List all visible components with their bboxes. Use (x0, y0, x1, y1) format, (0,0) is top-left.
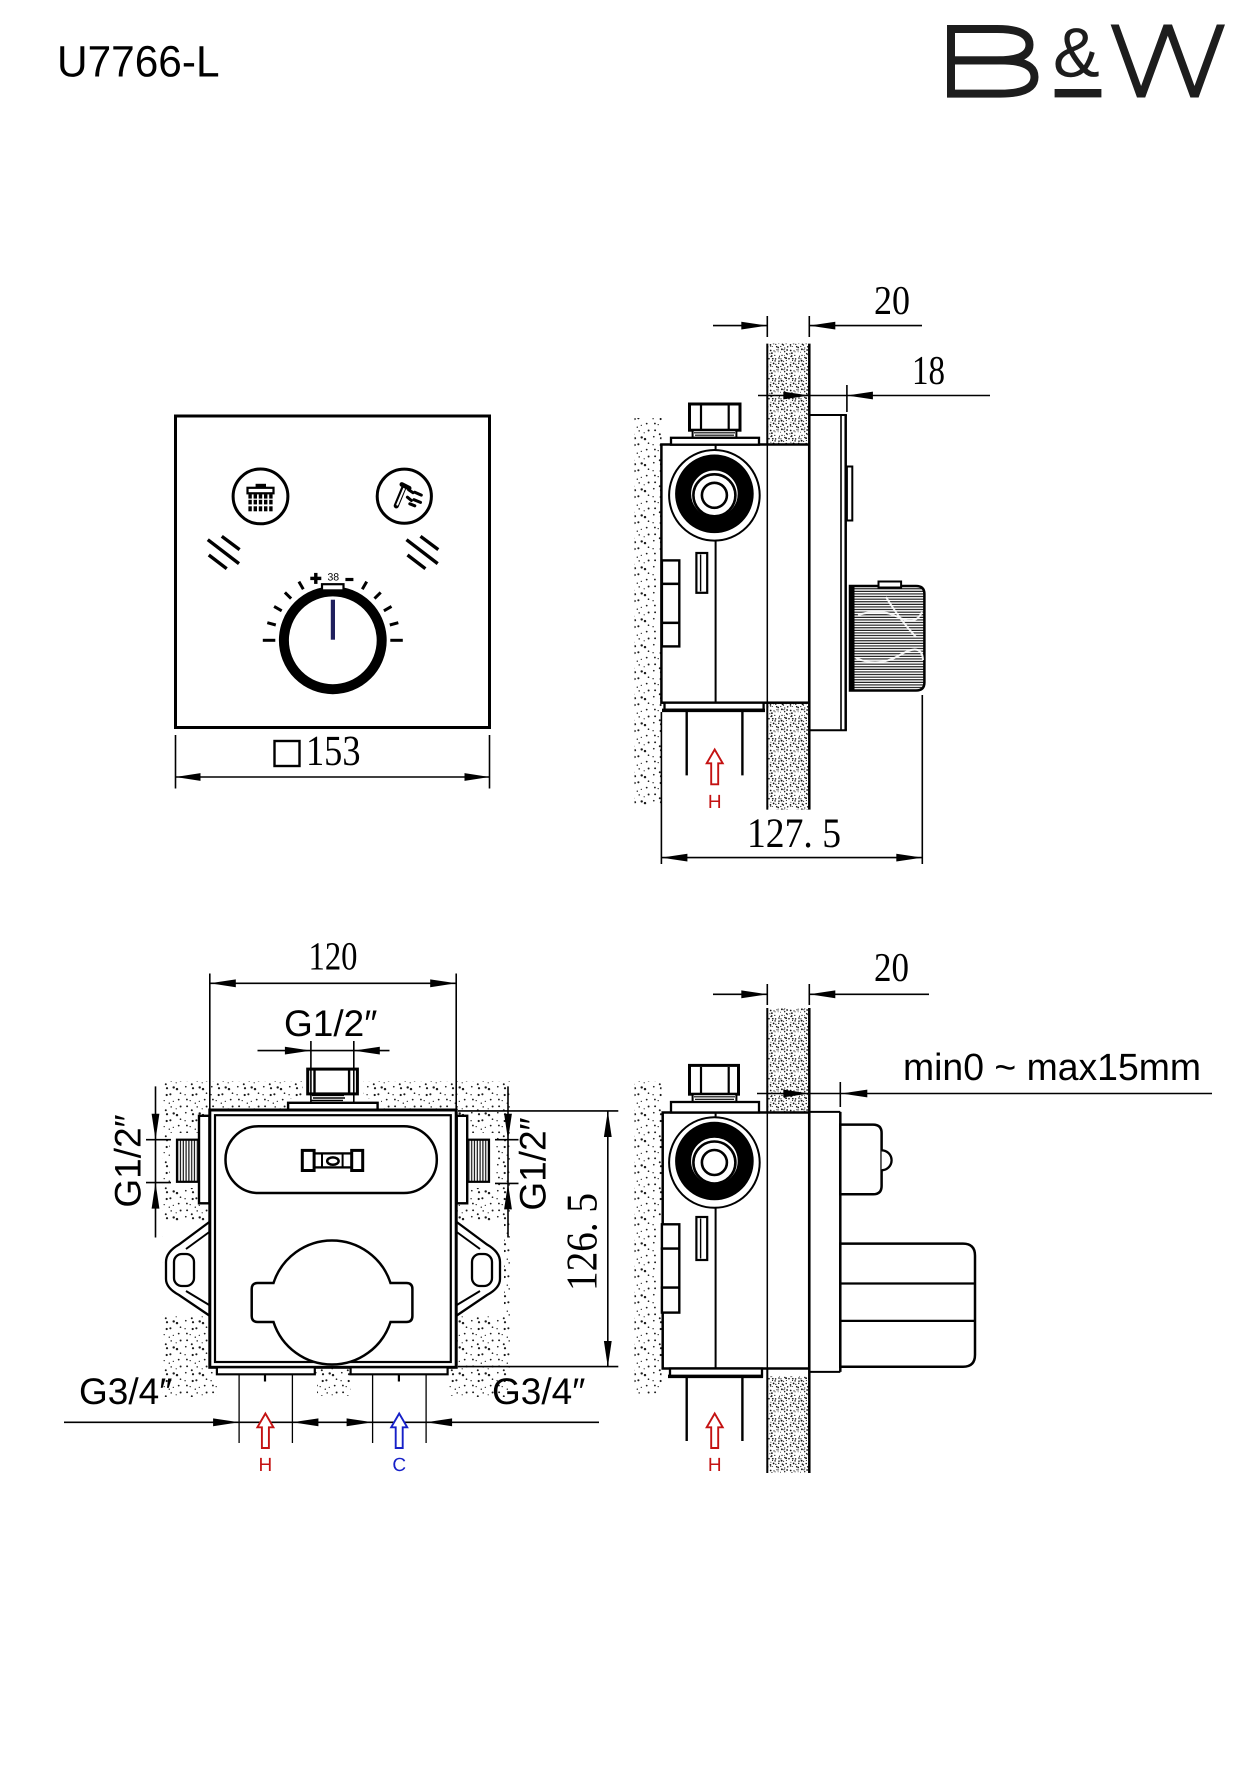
svg-text:H: H (708, 792, 722, 813)
svg-text:H: H (708, 1455, 722, 1476)
svg-text:G3/4″: G3/4″ (79, 1371, 172, 1412)
svg-text:min0 ~ max15mm: min0 ~ max15mm (903, 1047, 1201, 1089)
svg-text:153: 153 (306, 728, 361, 775)
svg-text:127. 5: 127. 5 (747, 811, 841, 857)
svg-text:G1/2″: G1/2″ (513, 1117, 554, 1210)
svg-text:&: & (1053, 14, 1100, 92)
svg-text:C: C (392, 1455, 406, 1476)
svg-text:U7766-L: U7766-L (57, 38, 220, 87)
svg-text:38: 38 (327, 571, 339, 583)
svg-text:120: 120 (309, 934, 358, 979)
svg-text:20: 20 (874, 944, 909, 990)
svg-text:G3/4″: G3/4″ (492, 1371, 585, 1412)
svg-text:20: 20 (874, 277, 910, 323)
svg-text:G1/2″: G1/2″ (108, 1114, 149, 1207)
svg-text:H: H (259, 1455, 273, 1476)
svg-text:126. 5: 126. 5 (558, 1193, 607, 1291)
svg-text:18: 18 (912, 347, 945, 393)
svg-text:G1/2″: G1/2″ (284, 1003, 377, 1044)
